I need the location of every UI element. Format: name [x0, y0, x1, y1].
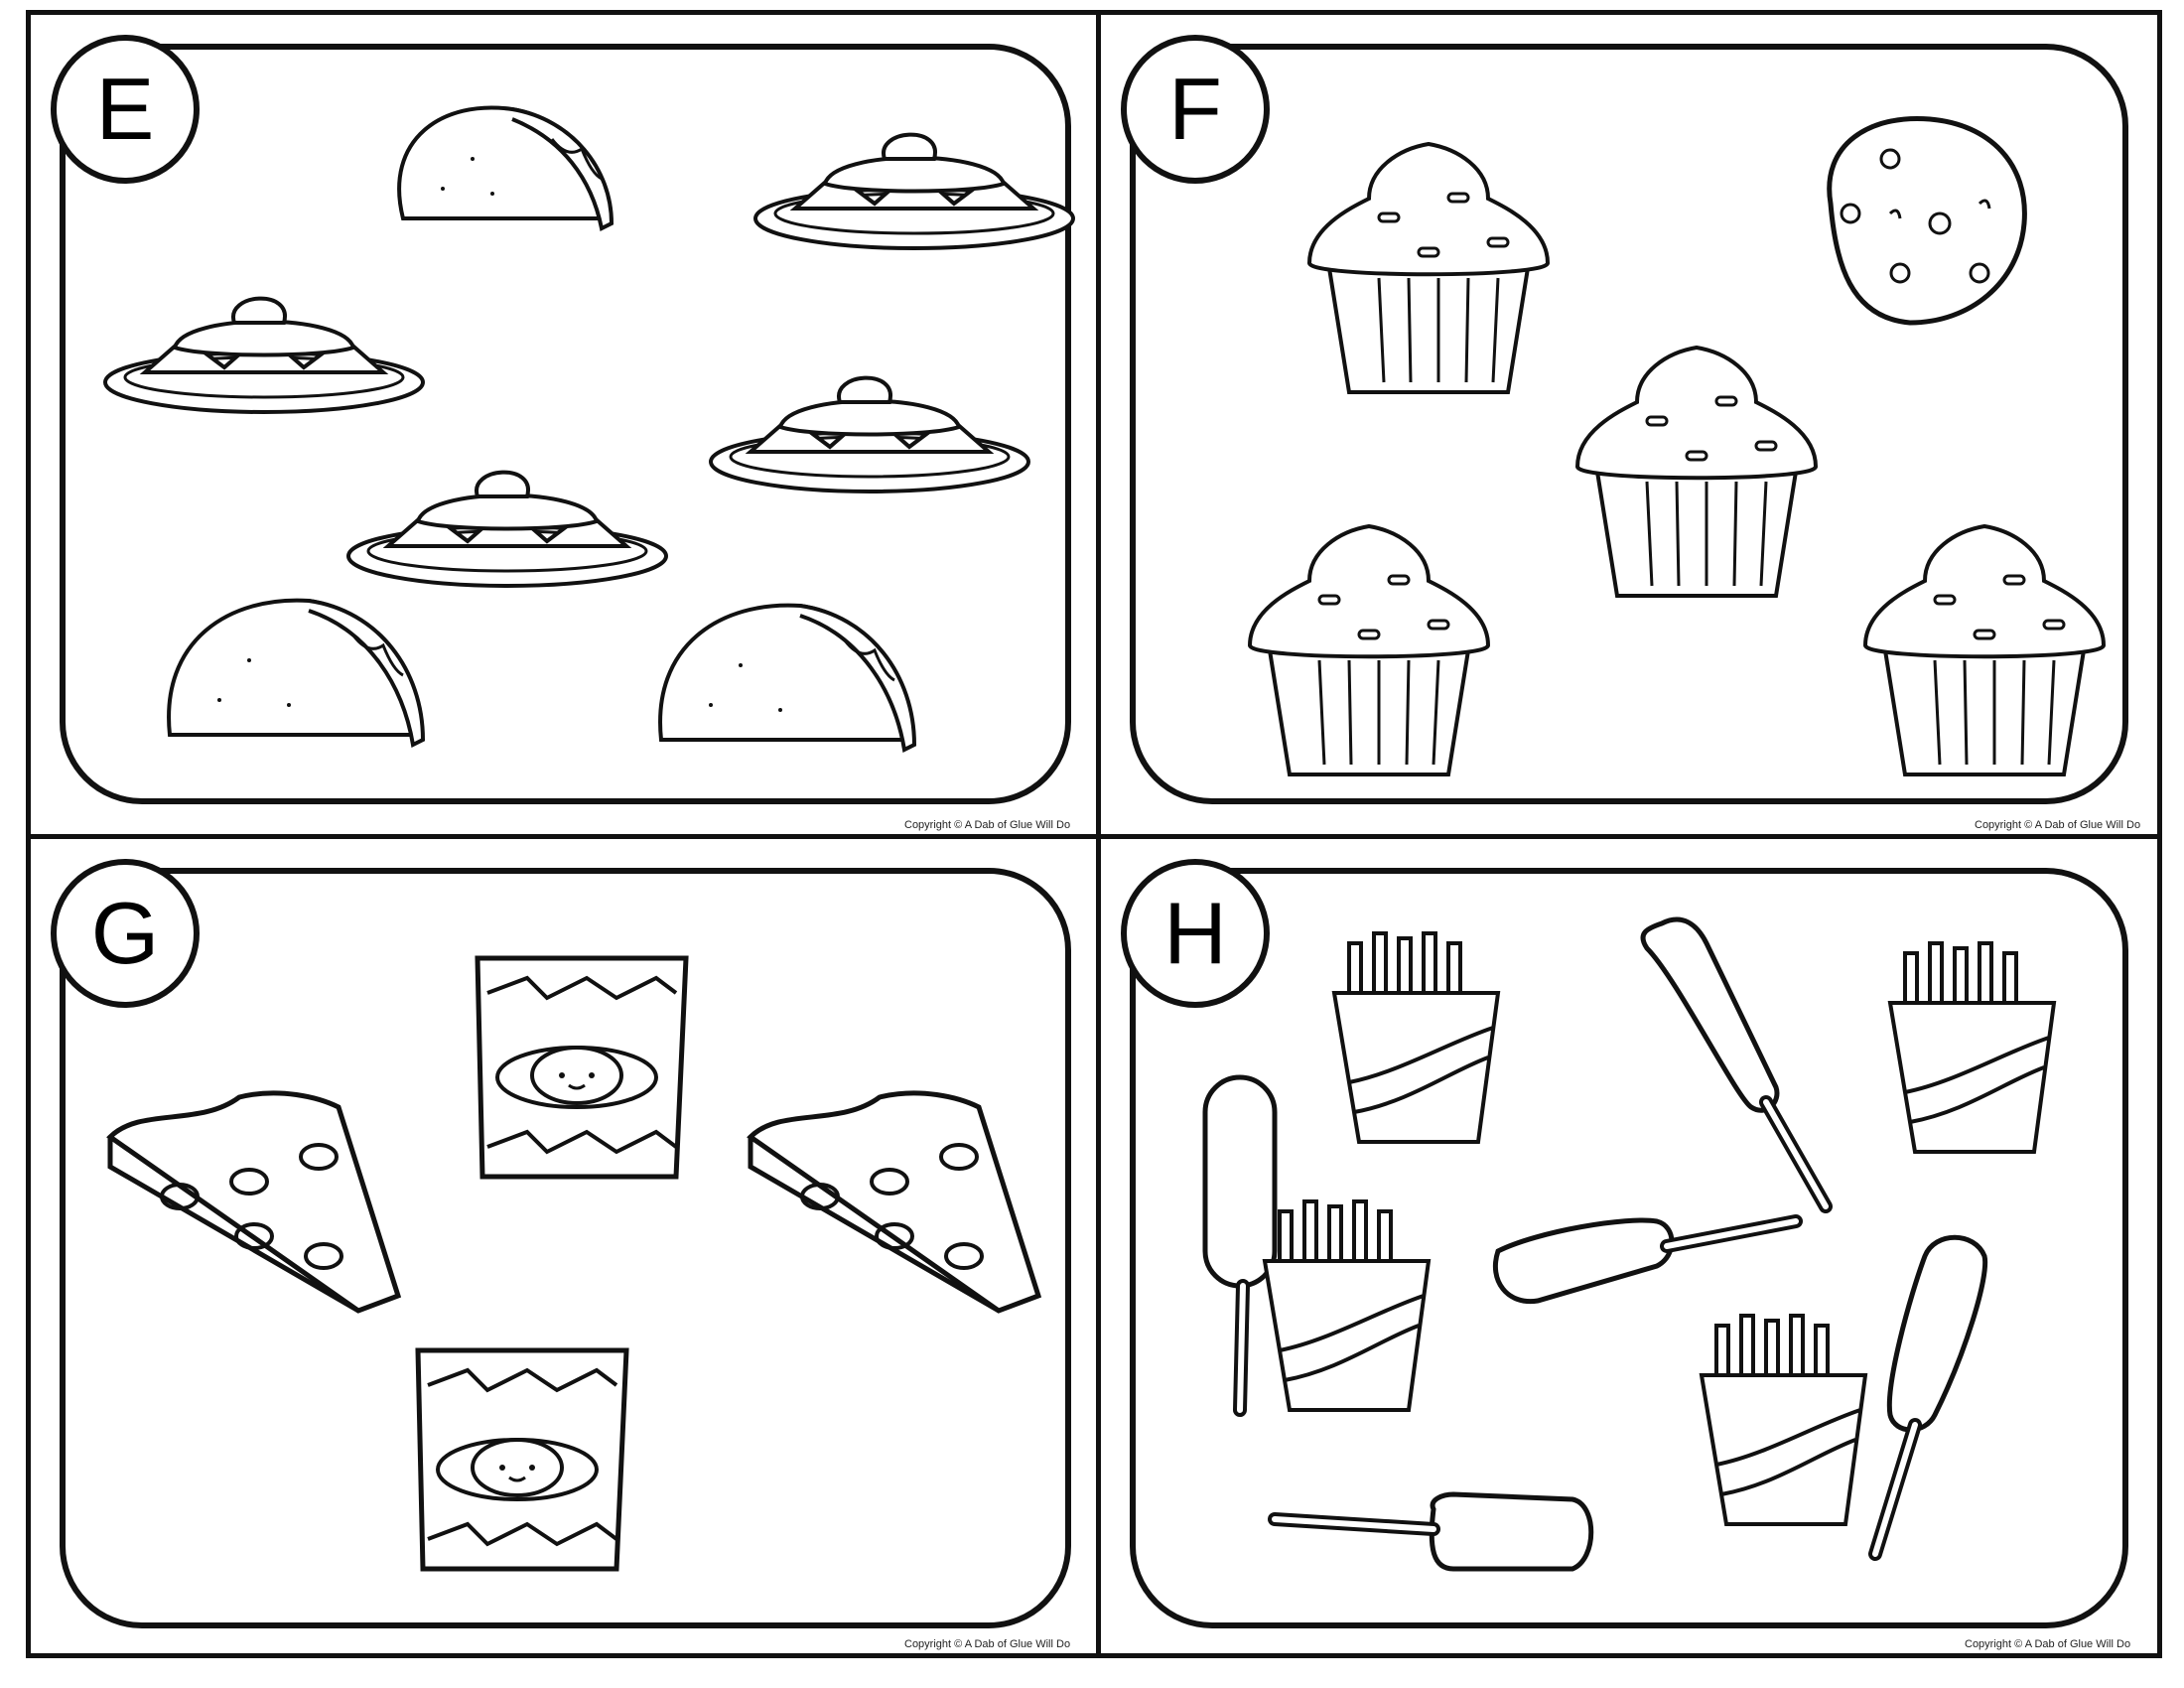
- copyright-text: Copyright © A Dab of Glue Will Do: [1965, 1638, 2131, 1650]
- card-letter: G: [90, 884, 160, 982]
- corn-dog-icon: [1202, 1074, 1278, 1417]
- taco-icon: [397, 105, 614, 231]
- fries-icon: [1887, 941, 2057, 1154]
- pizza-slice-icon: [106, 1090, 402, 1314]
- card-h: H: [1101, 839, 2163, 1655]
- nachos-icon: [709, 375, 1030, 493]
- copyright-text: Copyright © A Dab of Glue Will Do: [904, 1638, 1071, 1650]
- card-letter: F: [1168, 60, 1222, 158]
- card-frame: [51, 859, 1071, 1628]
- fries-icon: [1262, 1199, 1432, 1412]
- corn-dog-icon: [1492, 1214, 1803, 1305]
- activity-sheet: E: [26, 10, 2162, 1658]
- card-e: E: [31, 15, 1093, 831]
- chip-bag-icon: [415, 1347, 629, 1572]
- card-letter: H: [1163, 884, 1227, 982]
- card-g-illustrations: [106, 955, 1042, 1572]
- corn-dog-icon: [1640, 916, 1833, 1213]
- cupcake-icon: [1306, 141, 1551, 394]
- card-frame: [1121, 35, 2128, 804]
- cupcake-icon: [1862, 523, 2107, 776]
- card-letter: E: [95, 60, 155, 158]
- corn-dog-icon: [1268, 1491, 1594, 1572]
- cupcake-icon: [1574, 345, 1819, 598]
- card-e-illustrations: [103, 105, 1075, 753]
- nachos-icon: [346, 470, 668, 588]
- card-g: G: [31, 839, 1093, 1655]
- card-frame: [1121, 859, 2128, 1628]
- nachos-icon: [753, 132, 1075, 250]
- nachos-icon: [103, 296, 425, 414]
- card-f-illustrations: [1247, 115, 2107, 776]
- taco-icon: [167, 598, 426, 748]
- copyright-text: Copyright © A Dab of Glue Will Do: [1975, 819, 2141, 831]
- corn-dog-icon: [1868, 1234, 1988, 1561]
- card-f: F: [1101, 15, 2163, 831]
- pizza-slice-icon: [747, 1090, 1042, 1314]
- chip-bag-icon: [475, 955, 689, 1180]
- cookie-icon: [1827, 115, 2027, 326]
- card-frame: [51, 35, 1071, 804]
- card-h-illustrations: [1202, 916, 2057, 1572]
- fries-icon: [1331, 931, 1501, 1144]
- fries-icon: [1699, 1314, 1868, 1526]
- horizontal-divider: [31, 834, 2157, 839]
- copyright-text: Copyright © A Dab of Glue Will Do: [904, 819, 1071, 831]
- cupcake-icon: [1247, 523, 1491, 776]
- taco-icon: [658, 603, 917, 753]
